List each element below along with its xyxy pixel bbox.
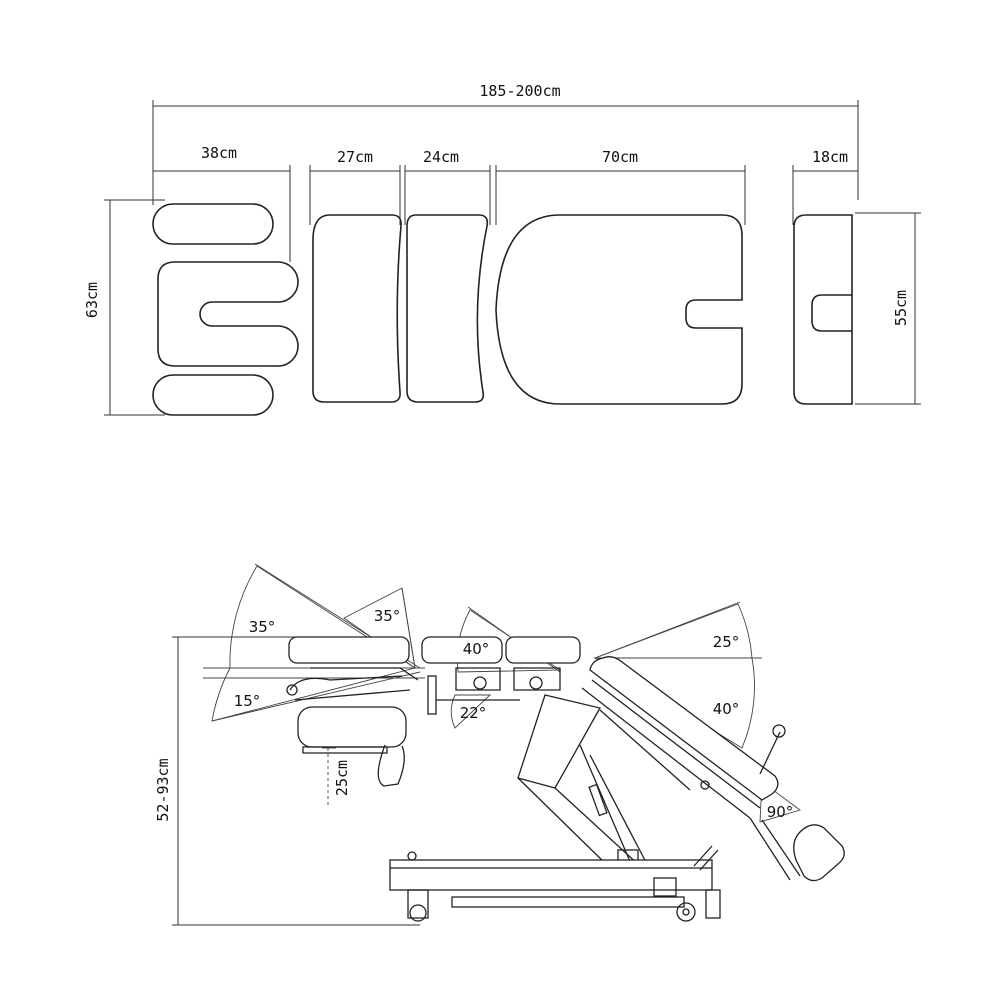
lift-column [517,694,649,867]
side-view: 52-93cm 25cm [154,563,845,926]
head-down-angle-label: 15° [234,692,261,710]
height-dimension: 52-93cm [154,636,420,926]
angle-wedges [211,565,801,823]
top-view: 185-200cm 38cm 27cm 24cm 70cm 18cm [83,82,921,416]
armrest-angle-label: 35° [374,607,401,625]
angle-labels: 35° 35° 15° 40° 22° 25° 40° 90° [234,607,794,821]
foot-side-pad [793,824,845,882]
center-mechanism [427,667,561,715]
leg-length-label: 70cm [602,148,638,166]
head-up-angle-label: 35° [249,618,276,636]
base-frame [389,845,721,922]
lumbar-angle-label: 22° [460,704,487,722]
lumbar-side-pad [505,636,581,664]
lumbar-pad [406,214,489,403]
foot-angle-label: 90° [767,803,794,821]
chest-side-pad [421,636,503,664]
armrest-drop-label: 25cm [333,760,351,796]
total-length-label: 185-200cm [479,82,560,100]
armrest-drop-dimension: 25cm [322,747,351,805]
head-width-dimension: 63cm [83,199,165,416]
head-section [286,636,419,787]
total-length-dimension: 185-200cm [152,82,859,205]
chest-angle-label: 40° [463,640,490,658]
head-pads [152,203,299,416]
leg-section [581,656,801,881]
height-range-label: 52-93cm [154,758,172,821]
body-width-dimension: 55cm [855,212,921,405]
head-width-label: 63cm [83,282,101,318]
body-width-label: 55cm [892,290,910,326]
leg-down-angle-label: 40° [713,700,740,718]
leg-pad [495,214,743,405]
segment-dimensions: 38cm 27cm 24cm 70cm 18cm [153,144,858,262]
foot-pad [793,214,853,405]
chest-length-label: 27cm [337,148,373,166]
foot-length-label: 18cm [812,148,848,166]
head-length-label: 38cm [201,144,237,162]
leg-up-angle-label: 25° [713,633,740,651]
chest-pad [312,214,402,403]
lumbar-length-label: 24cm [423,148,459,166]
